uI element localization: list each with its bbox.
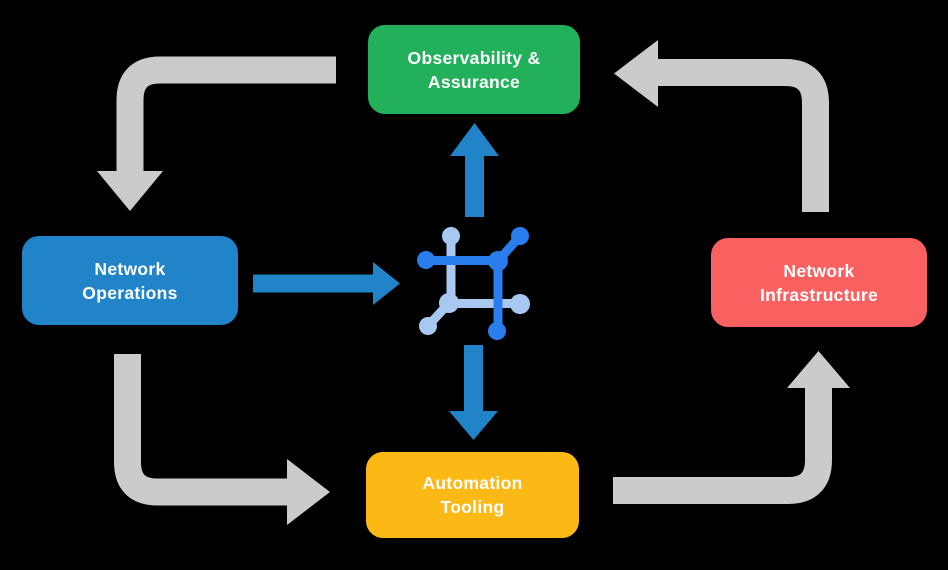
arrow-infrastructure-to-observability xyxy=(614,40,829,212)
node-label-line1: Network xyxy=(783,260,855,281)
node-label-line1: Network xyxy=(94,258,166,279)
node-label-line1: Automation xyxy=(422,473,523,493)
arrowhead-up-icon xyxy=(787,351,850,388)
node-label-line2: Operations xyxy=(82,282,178,303)
node-label-line2: Infrastructure xyxy=(760,284,878,305)
node-label-line2: Tooling xyxy=(440,497,505,517)
arrow-center-to-observability xyxy=(450,123,499,217)
arrow-operations-to-automation xyxy=(114,354,330,525)
arrow-center-to-automation xyxy=(449,345,498,440)
arrowhead-down-icon xyxy=(449,411,498,440)
node-observability-assurance: Observability & Assurance xyxy=(368,25,580,114)
node-network-infrastructure: Network Infrastructure xyxy=(711,238,927,327)
node-label-line2: Assurance xyxy=(427,71,521,92)
network-mesh-icon-light-branches xyxy=(419,227,530,335)
node-automation-tooling: Automation Tooling xyxy=(366,452,579,538)
arrow-shaft xyxy=(613,387,832,504)
node-label-line1: Observability & xyxy=(407,47,541,68)
network-mesh-icon-dark-branches xyxy=(417,227,529,340)
arrow-operations-to-center xyxy=(253,262,400,305)
arrowhead-down-icon xyxy=(97,171,163,211)
arrow-shaft xyxy=(657,59,829,212)
arrowhead-right-icon xyxy=(287,459,330,525)
arrowhead-right-icon xyxy=(373,262,400,305)
network-mesh-icon xyxy=(417,227,530,340)
arrowhead-up-icon xyxy=(450,123,499,156)
arrow-shaft xyxy=(114,354,288,506)
arrow-observability-to-operations xyxy=(97,56,336,211)
arrowhead-left-icon xyxy=(614,40,658,107)
node-network-operations: Network Operations xyxy=(22,236,238,325)
arrow-shaft xyxy=(116,56,336,173)
arrow-automation-to-infrastructure xyxy=(613,351,850,504)
